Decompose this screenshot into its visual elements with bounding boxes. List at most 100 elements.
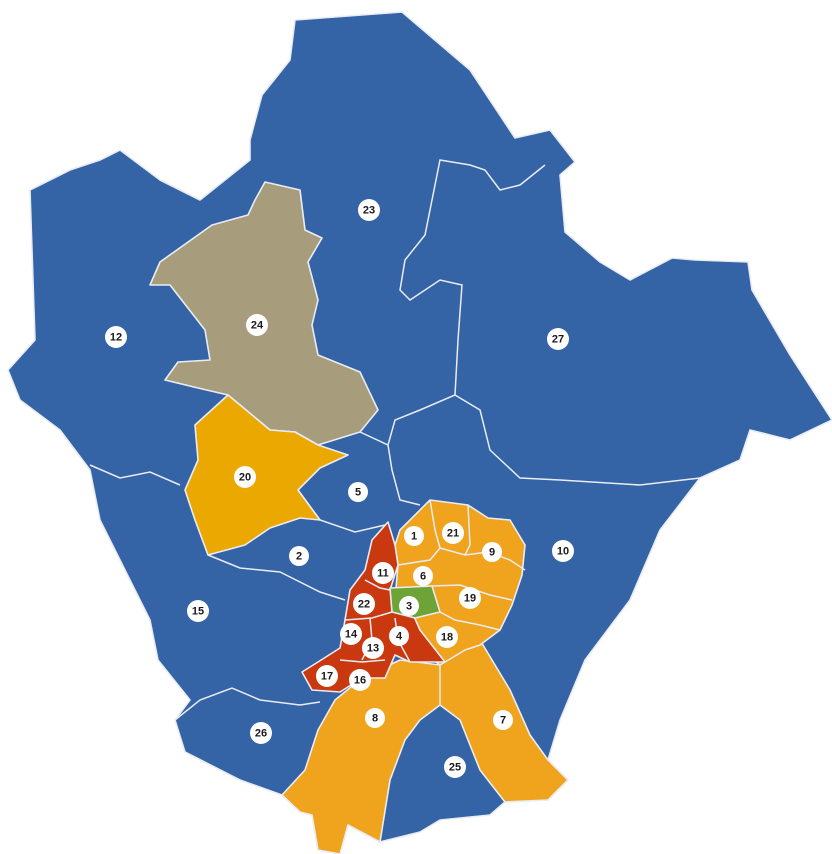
district-label-24: 24: [246, 314, 268, 336]
district-label-circle: [234, 466, 256, 488]
district-label-text: 26: [255, 728, 267, 740]
district-label-circle: [246, 314, 268, 336]
district-label-text: 27: [552, 334, 564, 346]
district-label-12: 12: [105, 326, 127, 348]
district-label-26: 26: [250, 722, 272, 744]
border-red-11-22: [364, 579, 391, 591]
district-label-text: 8: [372, 713, 378, 725]
district-label-text: 20: [239, 472, 251, 484]
district-20: [184, 394, 349, 556]
district-label-23: 23: [358, 199, 380, 221]
border-5-10: [387, 444, 421, 506]
district-label-circle: [493, 710, 513, 730]
district-label-20: 20: [234, 466, 256, 488]
border-2-5: [297, 489, 386, 533]
district-label-25: 25: [444, 756, 466, 778]
district-label-circle: [250, 722, 272, 744]
border-inner-9: [464, 504, 471, 556]
district-label-3: 3: [399, 596, 419, 616]
district-label-8: 8: [365, 708, 385, 728]
district-label-22: 22: [353, 593, 375, 615]
district-label-text: 16: [354, 675, 366, 687]
district-label-15: 15: [187, 600, 209, 622]
district-label-text: 25: [449, 762, 461, 774]
district-label-text: 12: [110, 332, 122, 344]
district-label-text: 19: [464, 593, 476, 605]
district-label-text: 17: [321, 671, 333, 683]
district-label-text: 13: [367, 643, 379, 655]
district-label-circle: [482, 542, 502, 562]
district-label-circle: [413, 566, 433, 586]
district-label-circle: [399, 596, 419, 616]
district-base-blue: [7, 11, 832, 854]
district-label-19: 19: [459, 587, 481, 609]
district-label-text: 6: [420, 571, 426, 583]
district-label-9: 9: [482, 542, 502, 562]
border-12-23: [159, 179, 201, 201]
district-label-circle: [349, 669, 371, 691]
district-label-circle: [187, 600, 209, 622]
district-label-circle: [389, 626, 409, 646]
district-label-circle: [459, 587, 481, 609]
district-label-14: 14: [340, 623, 362, 645]
border-15-2: [207, 554, 346, 601]
border-inner-21: [429, 499, 441, 549]
district-label-circle: [316, 665, 338, 687]
district-label-circle: [362, 637, 384, 659]
district-label-text: 10: [557, 546, 569, 558]
district-label-circle: [444, 756, 466, 778]
district-label-circle: [365, 708, 385, 728]
district-label-16: 16: [349, 669, 371, 691]
district-label-2: 2: [289, 546, 309, 566]
district-label-circle: [105, 326, 127, 348]
district-label-text: 24: [251, 320, 264, 332]
district-label-circle: [289, 546, 309, 566]
district-label-circle: [372, 562, 394, 584]
district-label-text: 23: [363, 205, 375, 217]
district-label-text: 1: [411, 531, 417, 543]
district-label-circle: [442, 522, 464, 544]
district-label-circle: [552, 540, 574, 562]
border-5-23: [359, 159, 546, 447]
border-15-26: [174, 687, 321, 721]
district-label-text: 9: [489, 547, 495, 559]
district-label-text: 2: [296, 551, 302, 563]
district-label-27: 27: [547, 328, 569, 350]
district-label-text: 18: [441, 632, 453, 644]
district-label-circle: [404, 526, 424, 546]
district-label-circle: [348, 482, 368, 502]
district-label-6: 6: [413, 566, 433, 586]
district-label-text: 7: [500, 715, 506, 727]
district-label-text: 14: [345, 629, 358, 641]
district-label-circle: [353, 593, 375, 615]
district-label-text: 22: [358, 599, 370, 611]
district-label-1: 1: [404, 526, 424, 546]
district-label-text: 5: [355, 487, 361, 499]
districts-layer: [7, 11, 832, 854]
border-27-10: [454, 394, 701, 486]
district-label-circle: [340, 623, 362, 645]
district-7-8: [281, 639, 569, 854]
district-label-text: 11: [377, 568, 389, 580]
district-label-21: 21: [442, 522, 464, 544]
district-label-circle: [436, 626, 458, 648]
district-label-7: 7: [493, 710, 513, 730]
border-red-13-16: [339, 659, 386, 663]
district-label-text: 3: [406, 601, 412, 613]
district-label-4: 4: [389, 626, 409, 646]
district-label-18: 18: [436, 626, 458, 648]
district-label-17: 17: [316, 665, 338, 687]
district-label-text: 21: [447, 528, 459, 540]
district-label-circle: [358, 199, 380, 221]
district-label-circle: [547, 328, 569, 350]
district-label-5: 5: [348, 482, 368, 502]
district-label-text: 15: [192, 606, 204, 618]
district-label-10: 10: [552, 540, 574, 562]
border-inner-18: [439, 611, 501, 631]
district-label-11: 11: [372, 562, 394, 584]
border-12-15: [89, 464, 181, 486]
district-label-13: 13: [362, 637, 384, 659]
